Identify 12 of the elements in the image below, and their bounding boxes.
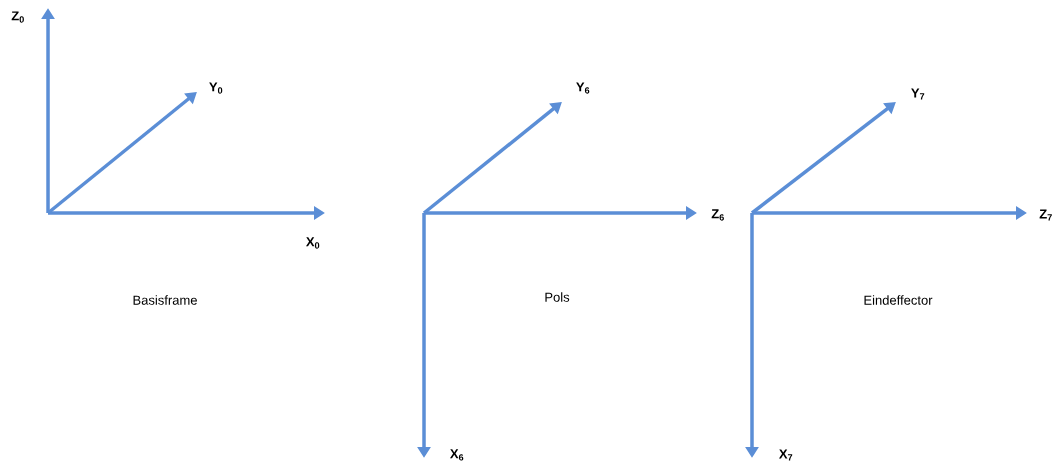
axis-label: Z$_{6}$ <box>711 209 724 221</box>
axis-label: X$_{0}$ <box>306 237 320 249</box>
frame-label: Pols <box>545 292 570 302</box>
axis-label: X$_{7}$ <box>779 449 793 461</box>
axis-label: Y$_{7}$ <box>911 88 925 100</box>
axis-label: Y$_{0}$ <box>209 82 223 94</box>
axis-label: Z$_{7}$ <box>1039 209 1052 221</box>
axis-label: Y$_{6}$ <box>576 82 590 94</box>
frame-label: Eindeffector <box>864 295 933 305</box>
frame-label: Basisframe <box>133 295 197 305</box>
axis-label: X$_{6}$ <box>450 449 464 461</box>
axis-label: Z$_{0}$ <box>11 11 24 23</box>
